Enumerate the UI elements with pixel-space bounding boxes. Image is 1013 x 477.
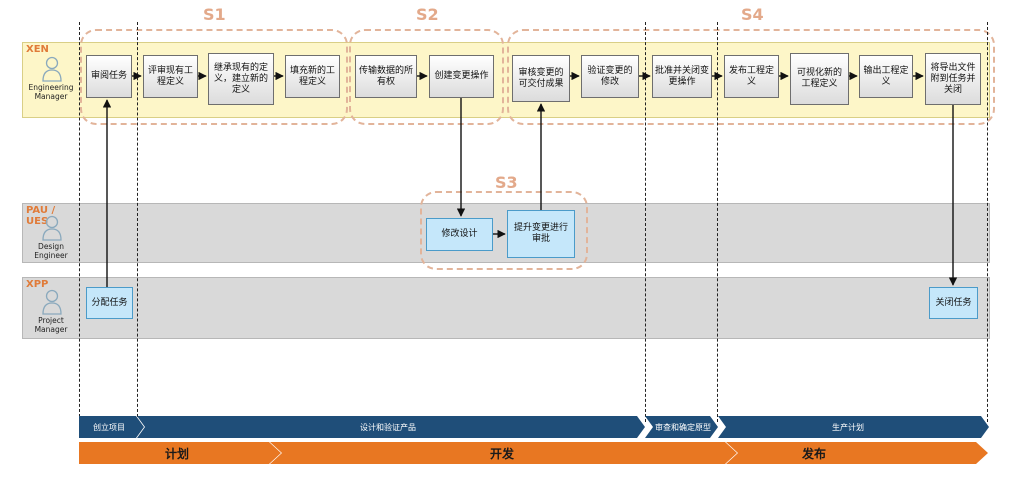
task-create-change[interactable]: 创建变更操作 [429, 55, 494, 98]
stage-label-s3: S3 [495, 173, 518, 192]
task-transfer-ownership[interactable]: 传输数据的所有权 [355, 55, 417, 98]
role-name-line: Manager [34, 325, 68, 334]
timeline-lower-release [726, 442, 988, 464]
role-code-xpp: XPP [26, 279, 49, 290]
person-icon [42, 215, 62, 241]
task-fill-new-definition[interactable]: 填充新的工程定义 [285, 55, 340, 98]
task-approve-close-change[interactable]: 批准并关闭变更操作 [652, 55, 712, 98]
stage-group-s2 [349, 29, 504, 125]
role-code-pau: PAU / UES [26, 205, 56, 227]
task-attach-export-close[interactable]: 将导出文件附到任务并关闭 [925, 53, 981, 105]
task-export-definition[interactable]: 输出工程定义 [859, 55, 913, 98]
task-inherit-create-definition[interactable]: 继承现有的定义，建立新的定义 [208, 53, 274, 105]
timeline-lower-label: 开发 [490, 446, 515, 461]
role-name-line: Engineering [28, 83, 74, 92]
timeline-upper-design-verify [137, 416, 645, 438]
timeline-upper-label: 生产计划 [832, 422, 864, 432]
timeline-upper-label: 设计和验证产品 [360, 422, 416, 432]
role-name-pau: Design Engineer [23, 242, 79, 260]
timeline-upper-create-project [79, 416, 144, 438]
timeline-upper-label: 创立项目 [93, 422, 125, 432]
task-close-task[interactable]: 关闭任务 [929, 287, 978, 319]
timeline-upper-review-prototype [645, 416, 718, 438]
task-review-existing-definition[interactable]: 评审现有工程定义 [143, 55, 198, 98]
timeline-lower-develop [270, 442, 737, 464]
task-verify-change[interactable]: 验证变更的修改 [581, 55, 639, 98]
phase-divider [79, 22, 80, 422]
phase-divider [717, 22, 718, 422]
timeline-upper-production-plan [718, 416, 989, 438]
role-name-line: Manager [34, 92, 68, 101]
swimlane-design-engineer: PAU / UES Design Engineer [22, 203, 990, 263]
task-audit-change-deliverables[interactable]: 审核变更的可交付成果 [512, 55, 570, 102]
task-review-task[interactable]: 审阅任务 [86, 55, 132, 98]
phase-divider [645, 22, 646, 422]
role-name-line: Engineer [34, 251, 68, 260]
stage-group-s4 [507, 29, 995, 125]
task-modify-design[interactable]: 修改设计 [426, 218, 493, 251]
role-code-xen: XEN [26, 44, 49, 55]
stage-label-s4: S4 [741, 5, 764, 24]
phase-divider [987, 22, 988, 422]
phase-divider [137, 22, 138, 422]
timeline-lower-label: 发布 [801, 446, 826, 461]
stage-label-s1: S1 [203, 5, 226, 24]
task-visualize-definition[interactable]: 可视化新的工程定义 [790, 53, 849, 105]
person-icon [42, 289, 62, 315]
stage-group-s3 [420, 191, 588, 270]
task-release-definition[interactable]: 发布工程定义 [724, 55, 779, 98]
stage-group-s1 [80, 29, 348, 125]
person-icon [42, 56, 62, 82]
timeline-lower-plan [79, 442, 281, 464]
role-name-line: Design [38, 242, 64, 251]
role-name-xpp: Project Manager [23, 316, 79, 334]
timeline-lower-label: 计划 [165, 446, 189, 461]
role-design-engineer: PAU / UES Design Engineer [23, 204, 79, 262]
role-name-line: Project [38, 316, 64, 325]
stage-label-s2: S2 [416, 5, 439, 24]
swimlane-project-manager: XPP Project Manager [22, 277, 990, 339]
task-assign-task[interactable]: 分配任务 [86, 287, 133, 319]
timeline-upper-label: 审查和确定原型 [655, 422, 711, 432]
role-project-manager: XPP Project Manager [23, 278, 79, 338]
role-name-xen: Engineering Manager [23, 83, 79, 101]
role-engineering-manager: XEN Engineering Manager [23, 43, 79, 117]
task-submit-change-approval[interactable]: 提升变更进行审批 [507, 210, 575, 258]
